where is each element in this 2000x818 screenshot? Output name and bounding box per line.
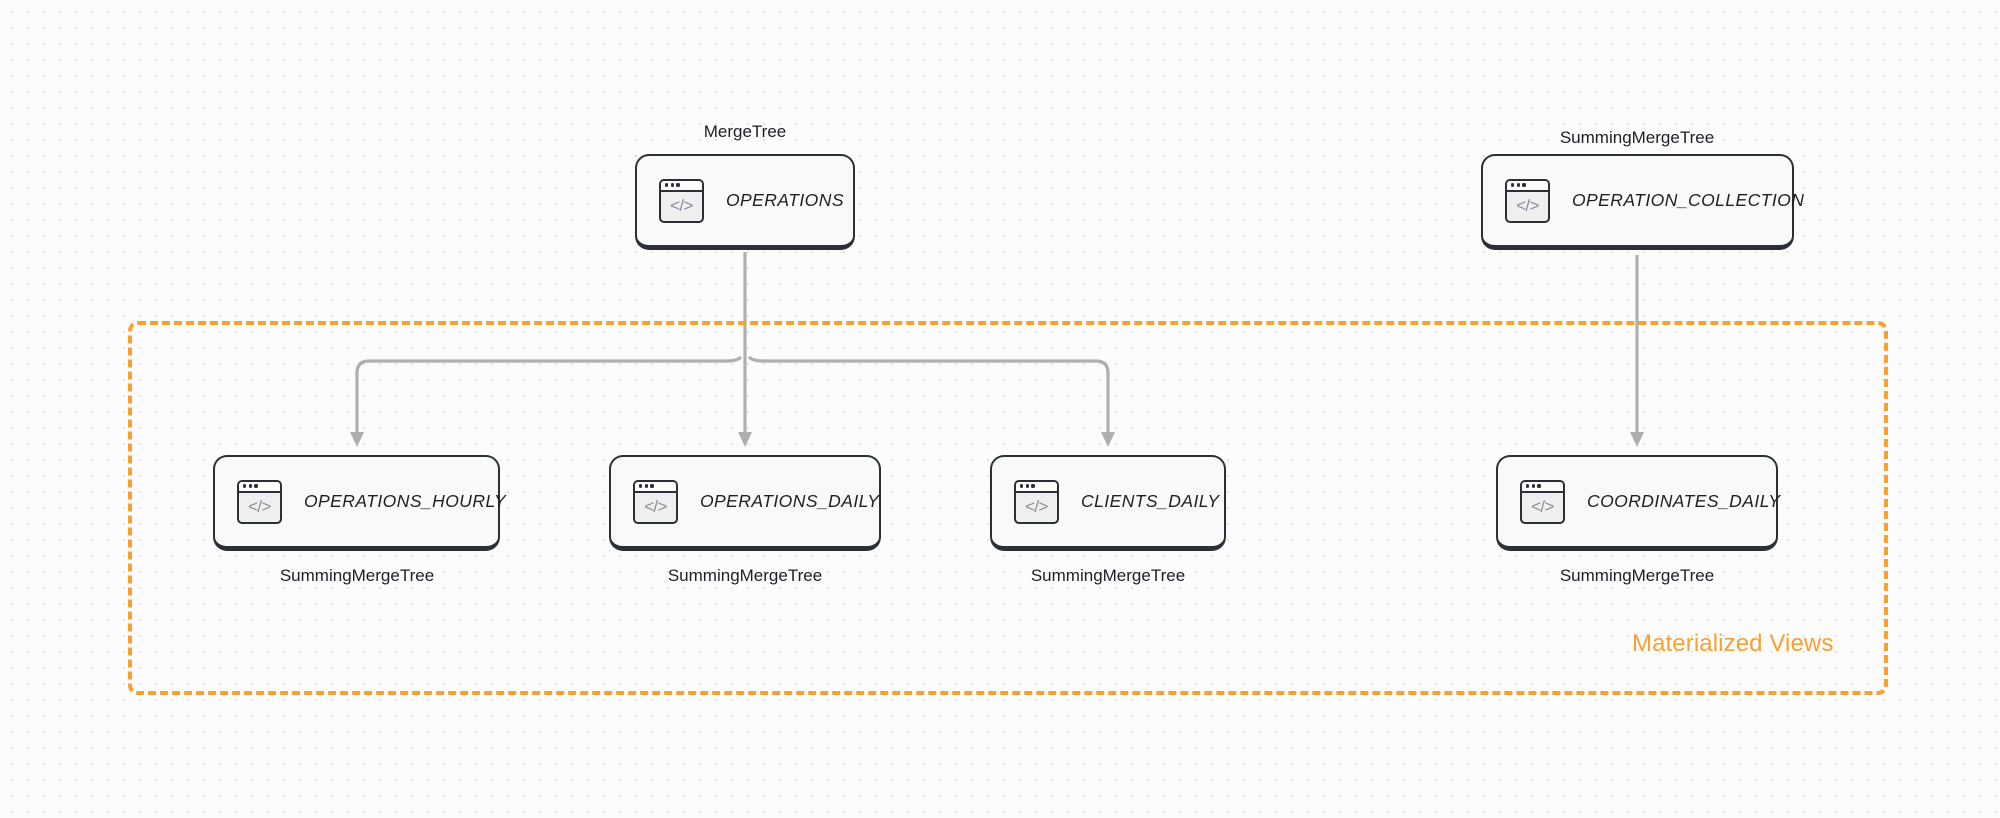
node-label: OPERATIONS_HOURLY (304, 491, 507, 511)
code-window-icon-glyph: </> (248, 496, 271, 516)
code-window-icon-glyph: </> (670, 195, 693, 215)
code-window-icon-titlebar (1522, 481, 1563, 493)
code-window-icon: </> (1520, 479, 1565, 524)
code-window-icon-dot (243, 484, 247, 488)
code-window-icon: </> (633, 479, 678, 524)
node-operation-collection[interactable]: </> OPERATION_COLLECTION (1481, 154, 1804, 250)
materialized-views-label: Materialized Views (1632, 630, 1834, 657)
code-window-icon-titlebar (1016, 481, 1057, 493)
code-window-icon-dot (248, 484, 252, 488)
code-window-icon-glyph: </> (644, 496, 667, 516)
node-operations[interactable]: </> OPERATIONS (635, 154, 855, 250)
engine-caption-operations-daily: SummingMergeTree (667, 566, 823, 585)
code-window-icon-dot (1531, 484, 1535, 488)
node-operations-daily[interactable]: </> OPERATIONS_DAILY (609, 455, 881, 551)
code-window-icon-dot (1537, 484, 1541, 488)
node-coordinates-daily[interactable]: </> COORDINATES_DAILY (1496, 455, 1781, 551)
code-window-icon-dot (1020, 484, 1024, 488)
node-label: OPERATION_COLLECTION (1572, 190, 1805, 210)
engine-caption-operations-hourly: SummingMergeTree (279, 566, 435, 585)
node-clients-daily[interactable]: </> CLIENTS_DAILY (990, 455, 1226, 551)
code-window-icon-dot (1526, 484, 1530, 488)
code-window-icon-glyph: </> (1531, 496, 1554, 516)
code-window-icon-dot (644, 484, 648, 488)
code-window-icon-titlebar (661, 180, 702, 192)
code-window-icon-dot (665, 183, 669, 187)
code-window-icon-dot (639, 484, 643, 488)
code-window-icon-dot (1522, 183, 1526, 187)
code-window-icon-dot (650, 484, 654, 488)
code-window-icon: </> (237, 479, 282, 524)
code-window-icon: </> (1505, 178, 1550, 223)
node-label: CLIENTS_DAILY (1081, 491, 1220, 511)
code-window-icon-dot (1025, 484, 1029, 488)
node-label: COORDINATES_DAILY (1587, 491, 1781, 511)
engine-caption-clients-daily: SummingMergeTree (1030, 566, 1186, 585)
code-window-icon-dot (1516, 183, 1520, 187)
materialized-views-group (128, 321, 1888, 695)
code-window-icon-dot (254, 484, 258, 488)
code-window-icon: </> (1014, 479, 1059, 524)
code-window-icon-dot (1511, 183, 1515, 187)
code-window-icon-titlebar (239, 481, 280, 493)
node-label: OPERATIONS (726, 190, 844, 210)
code-window-icon-dot (1031, 484, 1035, 488)
code-window-icon-titlebar (635, 481, 676, 493)
node-label: OPERATIONS_DAILY (700, 491, 880, 511)
code-window-icon-dot (670, 183, 674, 187)
engine-caption-operations: MergeTree (703, 122, 787, 141)
code-window-icon: </> (659, 178, 704, 223)
code-window-icon-titlebar (1507, 180, 1548, 192)
code-window-icon-glyph: </> (1516, 195, 1539, 215)
engine-caption-operation-collection: SummingMergeTree (1559, 128, 1715, 147)
code-window-icon-glyph: </> (1025, 496, 1048, 516)
node-operations-hourly[interactable]: </> OPERATIONS_HOURLY (213, 455, 506, 551)
engine-caption-coordinates-daily: SummingMergeTree (1559, 566, 1715, 585)
code-window-icon-dot (676, 183, 680, 187)
